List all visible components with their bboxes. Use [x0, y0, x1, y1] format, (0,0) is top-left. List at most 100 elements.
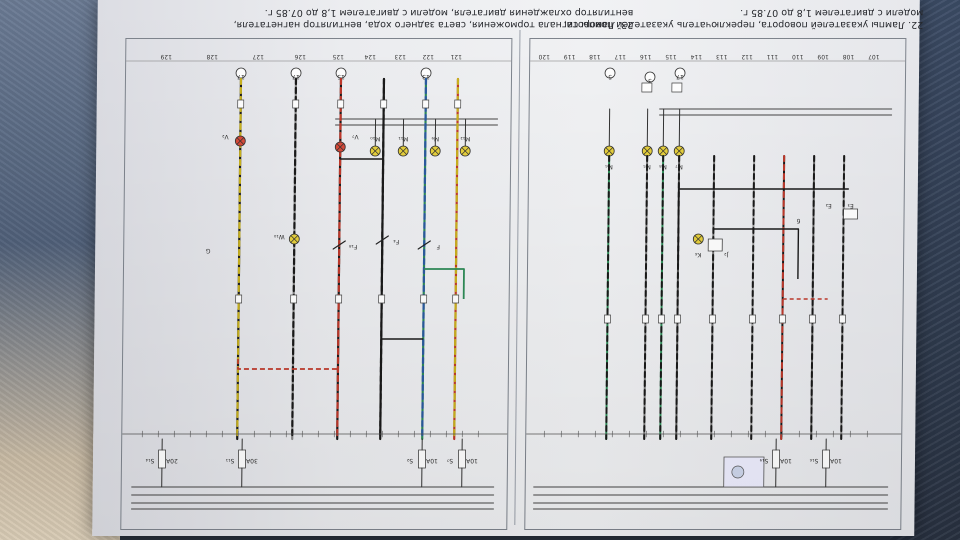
- fuse-1-label: 30A: [245, 457, 258, 464]
- track-number-9: 111: [766, 53, 778, 60]
- fuse-name-3: S₇: [446, 457, 453, 464]
- wire-2-base: [659, 155, 665, 440]
- track-number-0: 120: [538, 53, 550, 60]
- fan-v2-cross-b: [236, 137, 245, 145]
- conn-1: [642, 314, 649, 324]
- page-divider: [514, 30, 521, 525]
- track-number-7: 113: [716, 53, 728, 60]
- wire-8-base: [840, 155, 846, 440]
- callout-3-text: 13: [422, 73, 430, 80]
- fuse-3-label: 10A: [465, 457, 478, 464]
- lamp-m-0-cross-b: [371, 147, 380, 155]
- lamp-m-3-cross-b: [675, 147, 684, 155]
- relay-j2: [707, 238, 723, 252]
- label-b: б: [796, 217, 800, 224]
- wire-0-base: [605, 155, 611, 440]
- fuse-2: [418, 449, 426, 469]
- track-number-3: 117: [614, 53, 626, 60]
- callout-2-text: 17: [676, 73, 684, 80]
- conn-mid-4: [420, 294, 428, 304]
- fuse-name-1: S₁₁: [225, 457, 234, 464]
- switch-link: [713, 228, 800, 279]
- conn-top-2: [337, 99, 345, 109]
- track-number-6: 114: [690, 53, 702, 60]
- wire-6-stripe: [780, 155, 786, 440]
- wire-1-base: [643, 155, 649, 440]
- fan-v7-label: V₇: [351, 133, 358, 140]
- conn-mid-5: [452, 294, 460, 304]
- conn-0: [604, 314, 611, 324]
- callout-1-text: 3: [648, 77, 652, 84]
- conn-top-5: [454, 99, 462, 109]
- label-e2: E₂: [825, 202, 832, 209]
- callout-2: [674, 67, 686, 79]
- track-number-1: 128: [206, 53, 218, 60]
- track-number-2: 127: [252, 53, 264, 60]
- conn-7: [809, 314, 816, 324]
- wire-2-stripe: [659, 155, 665, 440]
- link-red-1: [237, 359, 338, 370]
- figure-22-caption-line1: 22. Лампы указателей поворота, переключа…: [563, 19, 924, 30]
- track-number-13: 107: [868, 53, 880, 60]
- switch-2: [417, 240, 431, 250]
- label-e3: E₃: [847, 202, 854, 209]
- fuse-0-label: 10A: [779, 457, 792, 464]
- conn-5: [749, 314, 756, 324]
- conn-mid-3: [378, 294, 386, 304]
- track-number-5: 124: [364, 53, 376, 60]
- wire-7-stripe: [810, 155, 816, 440]
- fuse-1-label: 10A: [829, 457, 842, 464]
- box-56: [641, 82, 653, 93]
- fan-v2-label: V₂: [221, 133, 228, 140]
- switch-label-0: F₁₈: [348, 243, 357, 250]
- fuse-name-1: S₁₆: [809, 457, 818, 464]
- conn-mid-1: [290, 294, 298, 304]
- switch-0: [332, 240, 346, 250]
- fuse-0-label: 20A: [165, 457, 178, 464]
- lamp-w10-cross-b: [290, 235, 299, 243]
- wire-0-stripe: [605, 155, 611, 440]
- conn-mid-0: [235, 294, 243, 304]
- conn-top-0: [237, 99, 245, 109]
- track-number-4: 125: [332, 53, 344, 60]
- wire-7-base: [810, 155, 816, 440]
- wire-5-base: [750, 155, 756, 440]
- track-number-2: 118: [589, 53, 601, 60]
- conn-3: [674, 314, 681, 324]
- wire-reverse-stripe: [379, 77, 386, 441]
- box-55: [671, 82, 683, 93]
- callout-2-text: 15: [337, 73, 345, 80]
- track-number-12: 108: [843, 53, 855, 60]
- fuse-1: [238, 449, 246, 469]
- track-number-7: 122: [422, 53, 434, 60]
- figure-23-wiring: 12912812712612512412312212117171513M₁₀M₁…: [121, 53, 512, 510]
- wire-brake-stripe: [421, 77, 428, 441]
- fuse-2-label: 10A: [425, 457, 438, 464]
- relay-k6-cross-b: [694, 235, 703, 243]
- lamp-m-1-cross-b: [643, 147, 652, 155]
- switch-label-1: F₄: [393, 238, 400, 245]
- callout-0-text: 17: [237, 73, 245, 80]
- fuse-0: [158, 449, 166, 469]
- figure-23-panel: 12912812712612512412312212117171513M₁₀M₁…: [120, 38, 513, 530]
- fuse-name-0: S₁₉: [759, 457, 768, 464]
- callout-1: [644, 71, 656, 83]
- wire-fan-v7-stripe: [336, 77, 343, 441]
- callout-1-text: 17: [292, 73, 300, 80]
- conn-top-1: [292, 99, 300, 109]
- callout-0: [604, 67, 616, 79]
- conn-top-4: [422, 99, 430, 109]
- callout-0-text: 5: [608, 73, 612, 80]
- wire-relay-stripe: [291, 77, 298, 441]
- track-number-5: 115: [665, 53, 677, 60]
- manual-page: 23. Лампы сигнала торможения, света задн…: [92, 0, 923, 536]
- conn-4: [709, 314, 716, 324]
- track-number-4: 116: [640, 53, 652, 60]
- fuse-0: [772, 449, 780, 469]
- wire-5-stripe: [750, 155, 756, 440]
- track-number-0: 129: [160, 53, 172, 60]
- figure-22-caption: 22. Лампы указателей поворота, переключа…: [563, 6, 923, 30]
- label-g: G: [205, 247, 210, 254]
- fuse-3: [458, 449, 466, 469]
- relay-drop: [677, 189, 680, 269]
